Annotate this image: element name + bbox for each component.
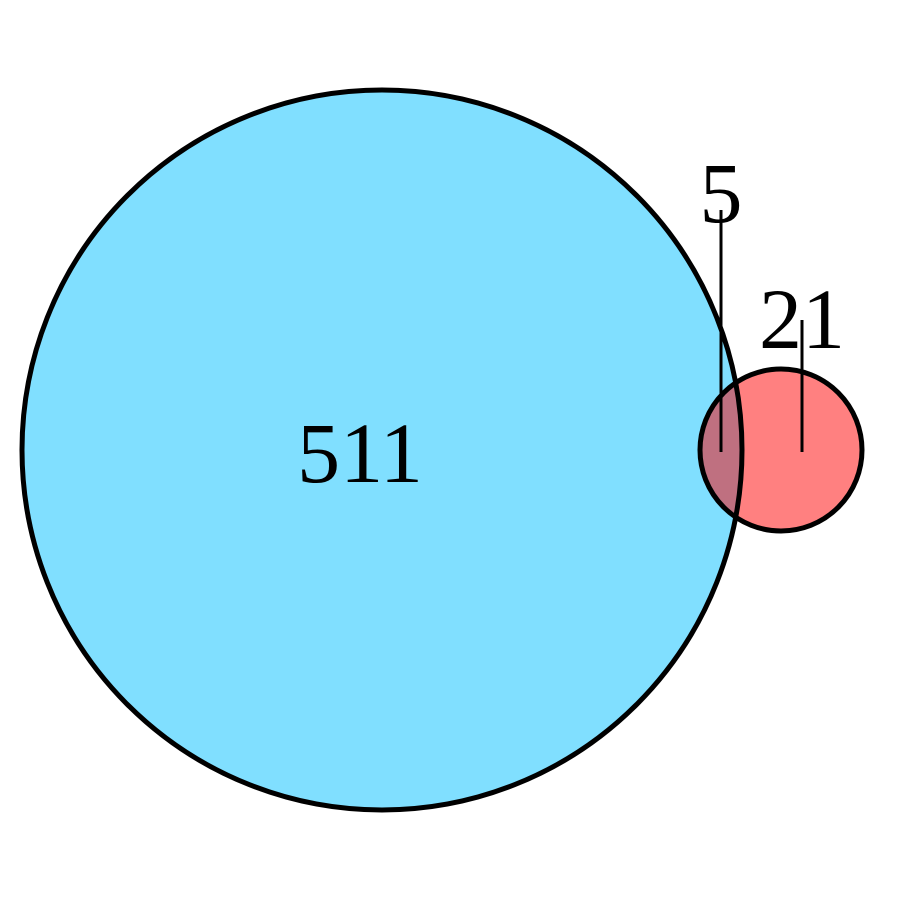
intersection-count: 5	[700, 145, 743, 241]
set-a-outline	[19, 87, 745, 813]
set-a-circle	[22, 90, 742, 810]
a-only-count: 511	[297, 405, 423, 501]
set-b-outline	[697, 366, 865, 534]
b-only-count: 21	[759, 271, 845, 367]
